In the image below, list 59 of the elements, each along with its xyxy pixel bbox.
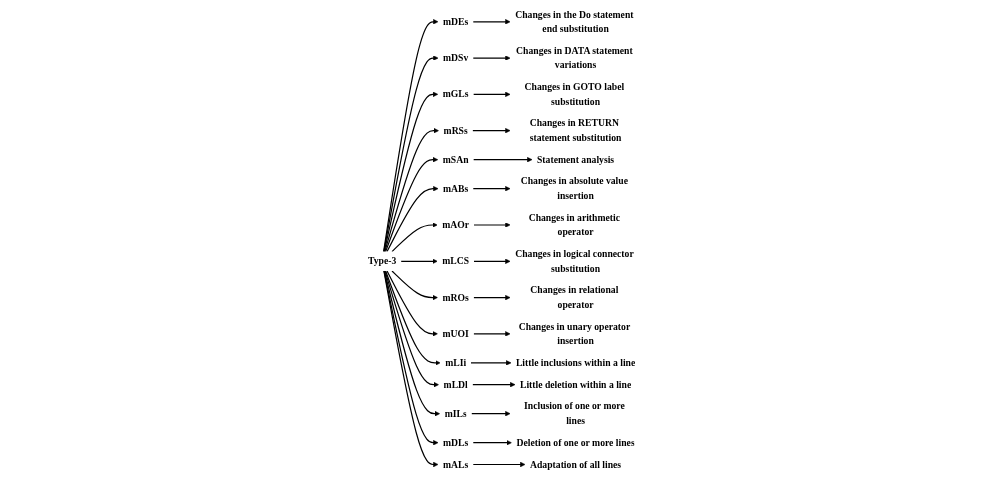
arrow — [391, 270, 438, 301]
arrow — [472, 91, 511, 97]
arrow — [472, 382, 516, 388]
node-text: Type-3 — [367, 255, 397, 267]
arrow — [400, 258, 438, 264]
arrow — [386, 270, 438, 337]
arrow — [472, 440, 512, 446]
arrow — [383, 270, 441, 417]
node-text: mRSs — [443, 125, 468, 136]
node-text: Little deletion within a line — [519, 379, 632, 390]
node-text: Changes in GOTO label substitution — [524, 81, 625, 107]
arrow — [473, 294, 511, 301]
node-text: Changes in arithmetic operator — [528, 212, 621, 238]
arrow — [391, 222, 438, 253]
node-text: mDEs — [443, 16, 469, 27]
arrow — [472, 19, 511, 25]
arrow — [472, 186, 511, 192]
node-text: mDSv — [443, 52, 469, 63]
node-text: Little inclusions within a line — [515, 357, 636, 368]
arrow — [383, 19, 439, 253]
arrow — [384, 128, 439, 253]
node-text: Changes in RETURN statement substitution — [529, 117, 622, 143]
arrow — [472, 55, 511, 61]
node-text: Changes in unary operator insertion — [518, 321, 631, 346]
node-text: Changes in the Do statement end substitution — [515, 9, 634, 34]
node-text: mLCS — [442, 255, 470, 267]
node-text: Changes in DATA statement variations — [516, 45, 633, 71]
arrow — [473, 258, 511, 264]
node-text: mROs — [442, 292, 469, 303]
node-text: Inclusion of one or more lines — [523, 400, 625, 426]
arrow — [473, 331, 511, 337]
node-text: Deletion of one or more lines — [516, 437, 635, 448]
node-text: Statement analysis — [536, 154, 615, 165]
arrow — [472, 128, 511, 134]
node-text: mLDl — [443, 379, 468, 390]
arrow — [472, 157, 533, 163]
node-text: Adaptation of all lines — [530, 459, 622, 470]
arrow — [383, 91, 439, 253]
node-text: mILs — [444, 408, 467, 419]
arrow — [383, 55, 439, 253]
arrow — [473, 222, 511, 228]
node-text: mDLs — [443, 437, 469, 448]
arrow — [470, 411, 511, 417]
node-text: mUOI — [442, 328, 469, 339]
arrow — [470, 360, 512, 366]
node-text: Changes in logical connector substitution — [515, 248, 634, 274]
arrow — [385, 157, 439, 253]
node-text: Changes in absolute value insertion — [520, 176, 628, 201]
node-text: Changes in relational operator — [530, 284, 619, 310]
arrow — [385, 270, 441, 366]
node-text: mABs — [443, 183, 469, 194]
node-text: mAOr — [442, 219, 470, 230]
node-text: mALs — [443, 459, 469, 470]
node-text: mGLs — [442, 88, 469, 100]
arrow — [386, 186, 439, 253]
node-text: mLIi — [445, 357, 467, 368]
node-text: mSAn — [442, 154, 469, 165]
arrow — [472, 461, 526, 468]
arrow — [384, 270, 439, 388]
